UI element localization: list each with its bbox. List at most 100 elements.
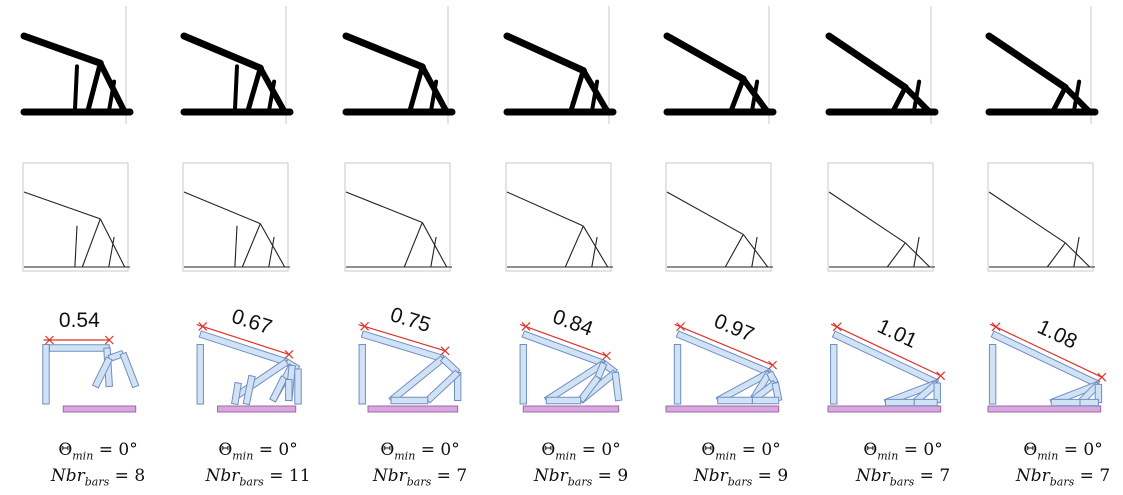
skeleton-line <box>345 191 423 223</box>
bar-member <box>269 375 288 403</box>
density-member <box>232 64 239 114</box>
skeleton-line <box>81 218 101 268</box>
density-member <box>503 32 587 75</box>
density-image <box>825 6 939 124</box>
bar-member <box>390 396 429 405</box>
ground-support <box>62 405 137 413</box>
dimension-tick <box>198 321 208 331</box>
skeleton-image <box>344 162 452 272</box>
theta-value: 0 <box>118 440 130 460</box>
theta-min-line: Θmin = 0° <box>863 440 943 463</box>
nbr-bars-line: Nbrbars = 9 <box>533 466 629 489</box>
skeleton-line <box>1073 236 1080 268</box>
ground-support <box>987 405 1102 413</box>
density-member <box>985 32 1069 92</box>
theta-min-line: Θmin = 0° <box>380 440 460 463</box>
skeleton-line <box>241 223 261 268</box>
column-caption: Θmin = 0°Nbrbars = 9 <box>661 440 821 493</box>
skeleton-image <box>827 162 935 272</box>
skeleton-line <box>183 191 261 225</box>
bar-panel: 0.54 <box>18 292 178 422</box>
skeleton-line <box>268 236 275 268</box>
skeleton-line <box>913 236 920 268</box>
theta-value: 0 <box>1083 440 1095 460</box>
length-dimension-line <box>989 323 1103 378</box>
bar-panel: 1.08 <box>983 292 1123 422</box>
skeleton-line <box>23 191 101 220</box>
bar-member <box>751 396 780 405</box>
bar-member <box>885 398 915 407</box>
density-member <box>911 79 922 114</box>
skeleton-line <box>886 242 906 268</box>
density-panel <box>983 6 1123 124</box>
density-panel <box>178 6 338 124</box>
skeleton-panel <box>178 162 338 274</box>
length-label: 0.67 <box>229 305 275 339</box>
skeleton-line <box>403 222 423 268</box>
nbr-value: 11 <box>288 466 311 487</box>
column-caption: Θmin = 0°Nbrbars = 7 <box>340 440 500 493</box>
bar-structure: 1.08 <box>987 315 1107 413</box>
bar-panel: 0.75 <box>340 292 500 422</box>
ground-support <box>827 405 942 413</box>
density-image <box>985 6 1099 124</box>
skeleton-image <box>22 162 130 272</box>
skeleton-line <box>564 225 584 268</box>
density-panel <box>340 6 500 124</box>
nbr-value: 8 <box>134 466 146 487</box>
theta-min-line: Θmin = 0° <box>58 440 138 463</box>
dimension-tick <box>936 371 946 381</box>
bar-member <box>1094 383 1103 404</box>
bar-member <box>675 330 772 377</box>
theta-value: 0 <box>761 440 773 460</box>
skeleton-line <box>828 191 906 244</box>
skeleton-line <box>591 236 598 268</box>
dimension-tick <box>832 322 842 332</box>
bar-member <box>611 371 623 402</box>
skeleton-image <box>182 162 290 272</box>
skeleton-line <box>724 234 744 268</box>
theta-min-line: Θmin = 0° <box>1023 440 1103 463</box>
density-panel <box>501 6 661 124</box>
dimension-tick <box>104 335 114 345</box>
skeleton-panel <box>661 162 821 274</box>
dimension-tick <box>360 321 370 331</box>
skeleton-image <box>987 162 1095 272</box>
ground-support <box>665 405 780 413</box>
skeleton-line <box>506 191 584 227</box>
skeleton-line <box>988 191 1066 244</box>
dimension-tick <box>768 360 778 370</box>
dimension-tick <box>284 349 294 359</box>
bar-member <box>358 344 366 405</box>
bar-member <box>933 382 941 404</box>
bar-member <box>988 344 997 405</box>
dimension-tick <box>676 322 686 332</box>
nbr-bars-line: Nbrbars = 7 <box>855 466 951 489</box>
bar-member <box>285 379 293 401</box>
bar-member <box>91 356 113 389</box>
skeleton-panel <box>823 162 983 274</box>
density-image <box>663 6 777 124</box>
bar-member <box>594 361 608 380</box>
bar-member <box>766 370 779 386</box>
density-panel <box>18 6 178 124</box>
length-label: 0.54 <box>59 309 100 332</box>
dimension-tick <box>1097 372 1107 382</box>
density-member <box>20 32 104 67</box>
density-member <box>568 68 586 115</box>
nbr-bars-line: Nbrbars = 7 <box>1015 466 1111 489</box>
bar-member <box>231 381 242 406</box>
bar-panel: 1.01 <box>823 292 983 422</box>
nbr-value: 7 <box>456 466 468 487</box>
bar-member <box>48 344 110 352</box>
column-caption: Θmin = 0° Nbrbars = 7 <box>983 440 1123 493</box>
skeleton-image <box>665 162 773 272</box>
ground-support <box>217 405 297 413</box>
nbr-bars-line: Nbrbars = 11 <box>205 466 311 489</box>
length-dimension-line <box>674 323 773 366</box>
density-member <box>407 64 425 115</box>
skeleton-panel <box>501 162 661 274</box>
